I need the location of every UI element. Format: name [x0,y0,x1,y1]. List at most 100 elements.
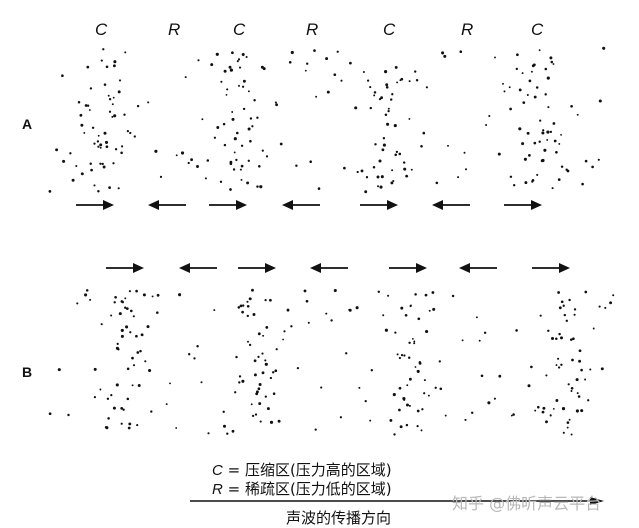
particle [122,408,125,411]
particle [399,79,402,82]
particle [265,326,269,329]
particle [380,175,384,179]
particle [240,144,244,147]
particle [116,342,119,346]
particle [88,109,91,111]
particle [110,314,113,317]
particle [539,314,542,317]
particle [140,333,144,337]
particle [568,298,571,302]
particle [439,387,443,391]
particle [256,185,259,188]
particle [77,101,81,104]
particle [326,90,330,94]
particle [488,114,491,118]
particle [508,86,511,89]
particle [127,426,131,430]
particle [290,50,294,55]
particle [494,56,496,59]
particle [443,54,447,58]
particle [562,431,565,434]
particle [120,328,124,332]
arrow-right-icon [238,263,276,273]
particle [470,411,474,415]
particle [117,90,121,94]
particle [148,368,152,373]
particle [306,62,309,65]
particle [509,175,513,179]
particle [563,313,567,317]
particle [369,106,373,110]
particle [57,368,61,372]
particle [231,117,235,121]
particle [384,70,388,74]
particle [274,101,277,104]
particle [79,113,83,117]
particle [247,127,251,131]
particle [84,293,88,297]
particle [309,160,312,163]
particle [381,148,385,152]
particle [438,360,441,363]
particle [201,118,204,121]
particle [124,297,127,300]
particle [358,386,361,389]
particle [262,67,266,71]
rarefaction-label-2: R [306,20,319,39]
particle [250,403,253,406]
arrow-right-icon [76,200,114,210]
particle [325,312,328,315]
particle [425,329,429,334]
particle [425,86,429,89]
particle [400,353,404,357]
particle [93,142,96,145]
particle [451,294,455,298]
particle [349,61,352,65]
particle [231,51,234,55]
particle [269,298,272,302]
particle [385,83,389,87]
particle [377,290,381,294]
particle [91,126,95,130]
particle [62,159,66,163]
particle [133,135,136,138]
particle [97,190,100,193]
particle [233,151,236,154]
particle [589,368,592,371]
particle [246,181,250,185]
particle [382,143,386,147]
particle [120,407,124,410]
particle [340,79,343,82]
particle [129,131,132,135]
particle [580,409,584,413]
particle [578,359,582,363]
particle [251,288,254,292]
particle [279,142,283,146]
particle [265,155,269,158]
particle [233,137,237,141]
particle [188,353,191,356]
particle [220,80,223,83]
legend-c-symbol: C [212,462,223,479]
particle [251,125,254,128]
particle [296,366,300,370]
particle [258,165,261,168]
particle [219,180,223,183]
arrow-left-icon [310,263,348,273]
particle [414,70,417,73]
particle [558,332,561,336]
particle [303,289,307,293]
particle [120,422,123,425]
particle [544,67,548,71]
particle [222,410,225,413]
particle [447,144,449,147]
particle [241,310,244,314]
particle [423,392,426,395]
particle [557,291,560,294]
particle [566,169,570,173]
particle [124,51,127,54]
particle [71,178,75,182]
particle [117,187,120,190]
particle [277,419,281,423]
